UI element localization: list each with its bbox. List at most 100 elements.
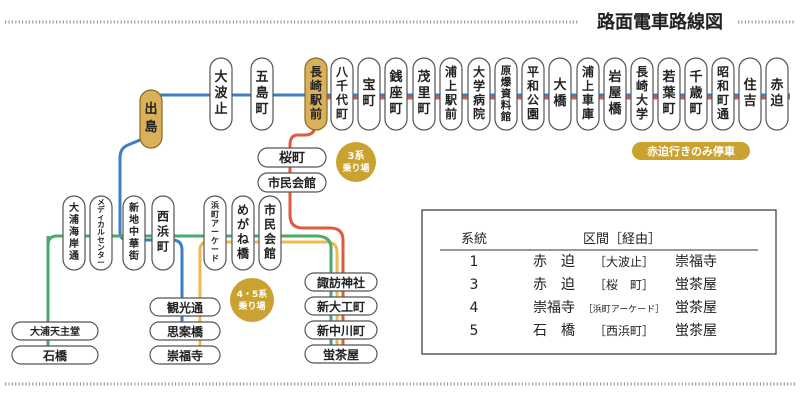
station-top-15[interactable]: 若葉町 xyxy=(657,57,681,131)
station-west-label-1: メディカルセンター xyxy=(97,197,105,267)
station-west-2[interactable]: 新地中華街 xyxy=(122,195,146,271)
station-shian[interactable]: 思案橋 xyxy=(149,321,221,341)
legend-row: 1 赤 迫 ［大波止］ 崇福寺 xyxy=(470,254,717,270)
station-mid-0[interactable]: 浜町アーケード xyxy=(203,195,227,271)
station-top-2[interactable]: 長崎駅前 xyxy=(304,57,328,131)
route-3-line xyxy=(288,96,790,355)
station-oura-tenshudo[interactable]: 大浦天主堂 xyxy=(11,321,99,341)
legend-row-no: 4 xyxy=(470,300,479,316)
station-mid-2[interactable]: 市民会館 xyxy=(258,195,282,271)
legend-row-no: 3 xyxy=(470,277,479,293)
station-top-0[interactable]: 大波止 xyxy=(209,57,233,131)
station-south-3[interactable]: 蛍茶屋 xyxy=(304,344,378,364)
west-stations: 大浦海岸通 メディカルセンター 新地中華街 西浜町 xyxy=(62,195,175,271)
station-top-10[interactable]: 平和公園 xyxy=(521,57,545,131)
badge-route-3-line2: 乗り場 xyxy=(342,162,369,174)
station-top-11[interactable]: 大橋 xyxy=(548,57,572,131)
legend-row-to: 蛍茶屋 xyxy=(675,300,717,316)
station-top-label-7: 浦上駅前 xyxy=(444,64,458,121)
station-west-3[interactable]: 西浜町 xyxy=(151,195,175,271)
legend-row-from: 赤 迫 xyxy=(533,254,575,270)
station-top-3[interactable]: 八千代町 xyxy=(330,57,354,131)
badge-route-3-line1: 3系 xyxy=(348,149,365,162)
station-dejima[interactable]: 出島 xyxy=(139,89,163,149)
station-top-label-2: 長崎駅前 xyxy=(309,64,323,121)
station-south-1[interactable]: 新大工町 xyxy=(304,296,378,316)
station-top-label-9: 原爆資料館 xyxy=(500,65,512,123)
station-top-label-10: 平和公園 xyxy=(526,65,539,121)
station-mid-label-2: 市民会館 xyxy=(263,202,277,261)
station-top-label-11: 大橋 xyxy=(553,77,567,109)
station-top-17[interactable]: 昭和町通 xyxy=(711,57,735,131)
legend-row-to: 崇福寺 xyxy=(675,254,717,270)
station-south-label-1: 新大工町 xyxy=(317,299,365,314)
legend-row-to: 蛍茶屋 xyxy=(675,277,717,293)
legend-row-via: ［西浜町］ xyxy=(594,324,654,338)
station-top-18[interactable]: 住吉 xyxy=(738,57,762,131)
station-top-label-12: 浦上車庫 xyxy=(582,64,594,121)
station-west-label-3: 西浜町 xyxy=(157,210,169,254)
legend-row-from: 崇福寺 xyxy=(533,300,575,316)
station-kanko-label: 観光通 xyxy=(167,300,203,315)
station-west-1[interactable]: メディカルセンター xyxy=(89,195,113,271)
legend-frame xyxy=(421,209,777,355)
station-west-label-0: 大浦海岸通 xyxy=(69,201,79,262)
legend-row-no: 5 xyxy=(470,323,479,339)
station-west-label-2: 新地中華街 xyxy=(128,201,139,262)
station-west-0[interactable]: 大浦海岸通 xyxy=(62,195,86,271)
station-top-19[interactable]: 赤迫 xyxy=(765,57,789,131)
badge-route-45-line2: 乗り場 xyxy=(238,300,265,312)
station-top-label-16: 千歳町 xyxy=(689,69,702,117)
station-top-label-4: 宝町 xyxy=(362,77,375,109)
station-top-4[interactable]: 宝町 xyxy=(357,57,381,131)
station-top-13[interactable]: 岩屋橋 xyxy=(603,57,627,131)
station-sofukuji[interactable]: 崇福寺 xyxy=(149,345,221,365)
station-sakuramachi[interactable]: 桜町 xyxy=(257,147,327,168)
station-shiminkaikan-red[interactable]: 市民会館 xyxy=(257,172,327,193)
legend-row-from: 赤 迫 xyxy=(533,277,575,293)
station-kanko[interactable]: 観光通 xyxy=(149,297,221,317)
legend-row-to: 蛍茶屋 xyxy=(675,323,717,339)
station-south-label-3: 蛍茶屋 xyxy=(323,347,359,362)
badge-route-45-line1: 4・5系 xyxy=(237,288,268,300)
station-mid-1[interactable]: めがね橋 xyxy=(231,195,255,271)
legend-row-from: 石 橋 xyxy=(533,323,575,339)
station-south-label-2: 新中川町 xyxy=(317,323,365,338)
legend-row-via: ［大波止］ xyxy=(594,255,654,269)
station-dejima-label: 出島 xyxy=(144,101,157,135)
legend-row: 5 石 橋 ［西浜町］ 蛍茶屋 xyxy=(470,323,717,339)
station-top-9[interactable]: 原爆資料館 xyxy=(494,57,518,131)
station-top-6[interactable]: 茂里町 xyxy=(412,57,436,131)
station-top-16[interactable]: 千歳町 xyxy=(684,57,708,131)
station-top-7[interactable]: 浦上駅前 xyxy=(439,57,463,131)
legend-row-via: ［浜町アーケード］ xyxy=(584,304,664,315)
station-top-label-17: 昭和町通 xyxy=(716,65,729,121)
station-top-label-1: 五島町 xyxy=(255,70,268,117)
station-top-1[interactable]: 五島町 xyxy=(250,57,274,131)
legend-row-no: 1 xyxy=(470,254,479,270)
station-top-14[interactable]: 長崎大学 xyxy=(630,57,654,131)
station-shian-label: 思案橋 xyxy=(167,324,204,339)
legend-row: 4 崇福寺 ［浜町アーケード］ 蛍茶屋 xyxy=(470,300,717,316)
station-top-label-6: 茂里町 xyxy=(417,69,430,117)
badge-route-3: 3系 乗り場 xyxy=(336,142,376,182)
station-ishibashi[interactable]: 石橋 xyxy=(11,345,99,365)
station-top-label-3: 八千代町 xyxy=(335,65,349,121)
station-oura-tenshudo-label: 大浦天主堂 xyxy=(30,325,80,338)
station-mid-label-0: 浜町アーケード xyxy=(211,200,219,263)
legend-header-no: 系統 xyxy=(461,232,487,247)
station-top-label-0: 大波止 xyxy=(214,69,228,117)
station-top-5[interactable]: 銭座町 xyxy=(384,57,408,131)
station-top-8[interactable]: 大学病院 xyxy=(467,57,491,131)
station-top-12[interactable]: 浦上車庫 xyxy=(576,57,600,131)
station-sofukuji-label: 崇福寺 xyxy=(167,348,203,363)
station-south-2[interactable]: 新中川町 xyxy=(304,320,378,340)
station-south-0[interactable]: 諏訪神社 xyxy=(304,272,378,292)
legend-header-route: 区間［経由］ xyxy=(583,232,661,247)
